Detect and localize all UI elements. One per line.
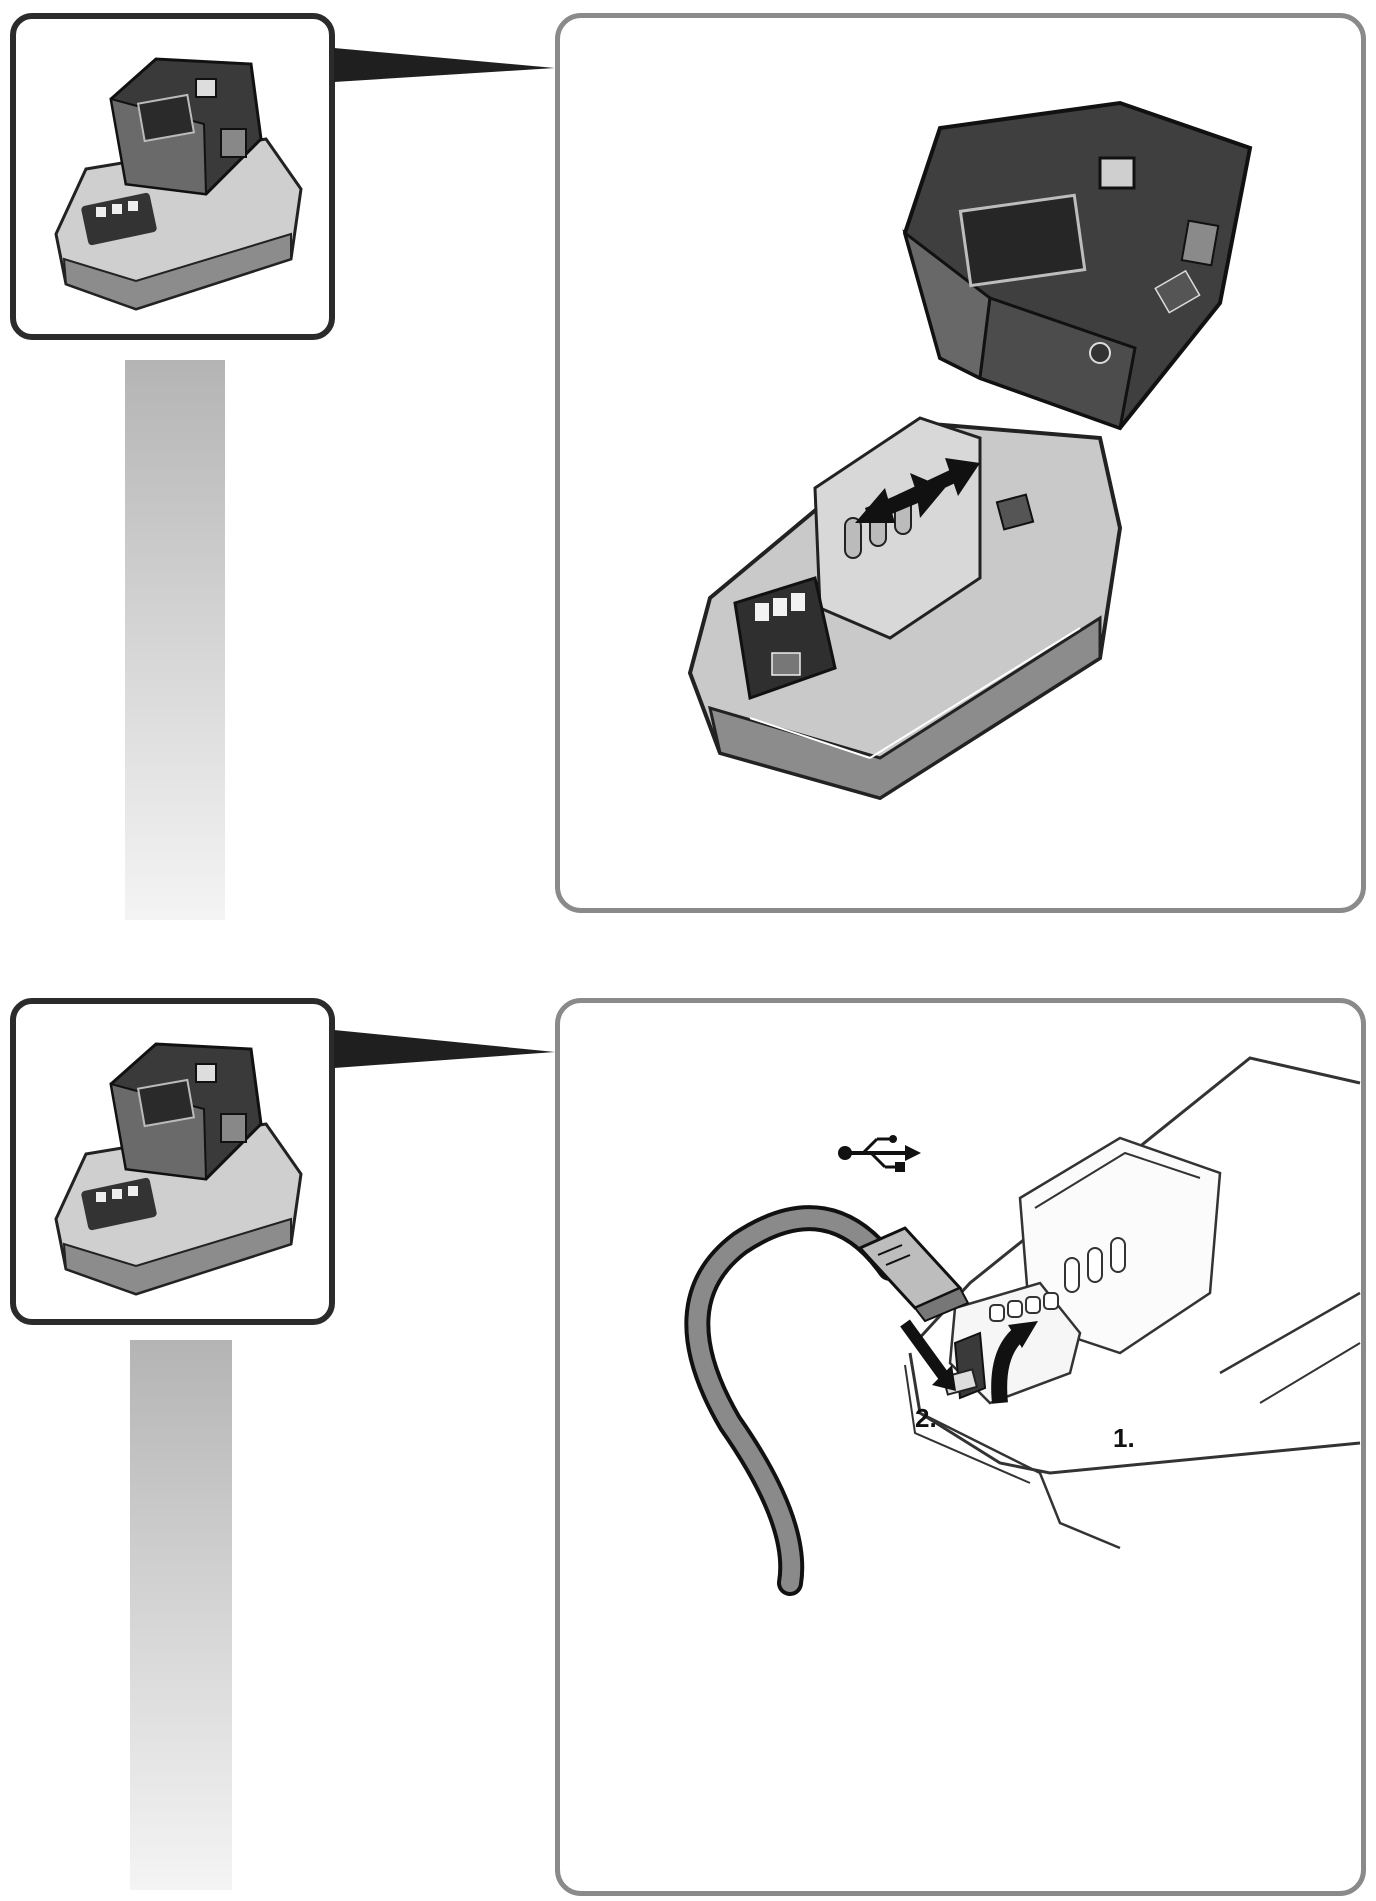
led-indicator [773,598,787,616]
usb-port [771,652,801,676]
step-progress-bar-2 [130,1340,232,1890]
arrow-step-2 [900,1319,950,1382]
step-label-1: 1. [1113,1423,1135,1453]
detail-panel-insert-battery [555,13,1366,913]
thumbnail-charger-with-battery-1 [10,13,335,340]
step-label-2: 2. [915,1403,937,1433]
battery-insertion-illustration [687,100,1253,801]
thumbnail-charger-with-battery-2 [10,998,335,1325]
led-indicator [791,593,805,611]
thumbnail-illustration-1 [54,57,303,311]
detail-panel-usb-cover: 2. 1. [555,998,1366,1896]
usb-icon [838,1135,921,1172]
led-indicator [755,603,769,621]
thumbnail-illustration-2 [54,1042,303,1296]
usb-connection-illustration [684,1056,1361,1596]
step-progress-bar-1 [125,360,225,920]
battery-button [1098,156,1136,190]
